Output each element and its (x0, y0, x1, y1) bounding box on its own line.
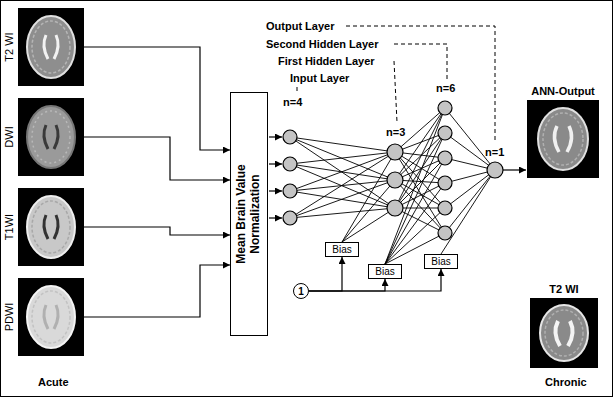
mri-image: T2 WI (530, 298, 598, 368)
connector (309, 257, 342, 291)
sequence-label: T2 WI (3, 32, 15, 61)
weight-line (290, 137, 395, 152)
weight-line (385, 108, 445, 264)
sequence-label: DWI (3, 126, 15, 147)
mri-t1 (18, 188, 84, 266)
layer-name: First Hidden Layer (278, 55, 375, 67)
network-weights (290, 108, 495, 264)
constant-node: 1 (293, 283, 309, 299)
weight-line (342, 152, 395, 242)
bias-box: Bias (368, 264, 402, 279)
weight-line (290, 152, 395, 218)
box-label: Mean Brain Value Normalization (235, 139, 263, 289)
connector (309, 279, 385, 291)
bias-box: Bias (424, 254, 458, 269)
connector (84, 227, 230, 235)
weight-line (290, 137, 395, 208)
weight-line (385, 183, 445, 264)
layer-name: Input Layer (290, 72, 349, 84)
sequence-label: T1WI (3, 214, 15, 240)
image-title: T2 WI (549, 283, 578, 295)
bias-label: Bias (375, 266, 394, 277)
bias-box: Bias (325, 242, 359, 257)
weight-line (290, 191, 395, 208)
mri-t2 (18, 8, 84, 86)
mri-ann-output (527, 100, 599, 178)
weight-line (445, 170, 495, 233)
layer-name: Second Hidden Layer (266, 38, 378, 50)
input-arrows (269, 137, 526, 218)
weight-line (290, 164, 395, 180)
mri-image: T1WI (18, 188, 84, 266)
normalization-box: Mean Brain Value Normalization (230, 92, 268, 336)
sequence-label: PDWI (3, 303, 15, 332)
mri-image: DWI (18, 98, 84, 176)
connector (84, 265, 230, 317)
phase-label: Chronic (545, 376, 587, 388)
mri-image: PDWI (18, 278, 84, 356)
weight-line (445, 108, 495, 170)
weight-line (290, 208, 395, 218)
layer-name: Output Layer (266, 20, 334, 32)
bias-label: Bias (431, 256, 450, 267)
mri-dwi (18, 98, 84, 176)
mri-pd (18, 278, 84, 356)
mri-chronic (530, 298, 598, 368)
layer-size: n=1 (485, 146, 504, 158)
image-title: ANN-Output (531, 85, 595, 97)
constant-label: 1 (298, 286, 304, 297)
mri-image: ANN-Output (527, 100, 599, 178)
neurons (283, 101, 503, 240)
weight-line (342, 208, 395, 242)
layer-size: n=4 (283, 96, 302, 108)
layer-size: n=6 (436, 82, 455, 94)
connector (84, 137, 230, 180)
phase-label: Acute (38, 376, 69, 388)
weight-line (290, 137, 395, 180)
mri-image: T2 WI (18, 8, 84, 86)
bias-label: Bias (332, 244, 351, 255)
weight-line (385, 133, 445, 264)
layer-size: n=3 (386, 126, 405, 138)
weight-line (445, 170, 495, 208)
connector (84, 47, 230, 150)
weight-line (385, 158, 445, 264)
